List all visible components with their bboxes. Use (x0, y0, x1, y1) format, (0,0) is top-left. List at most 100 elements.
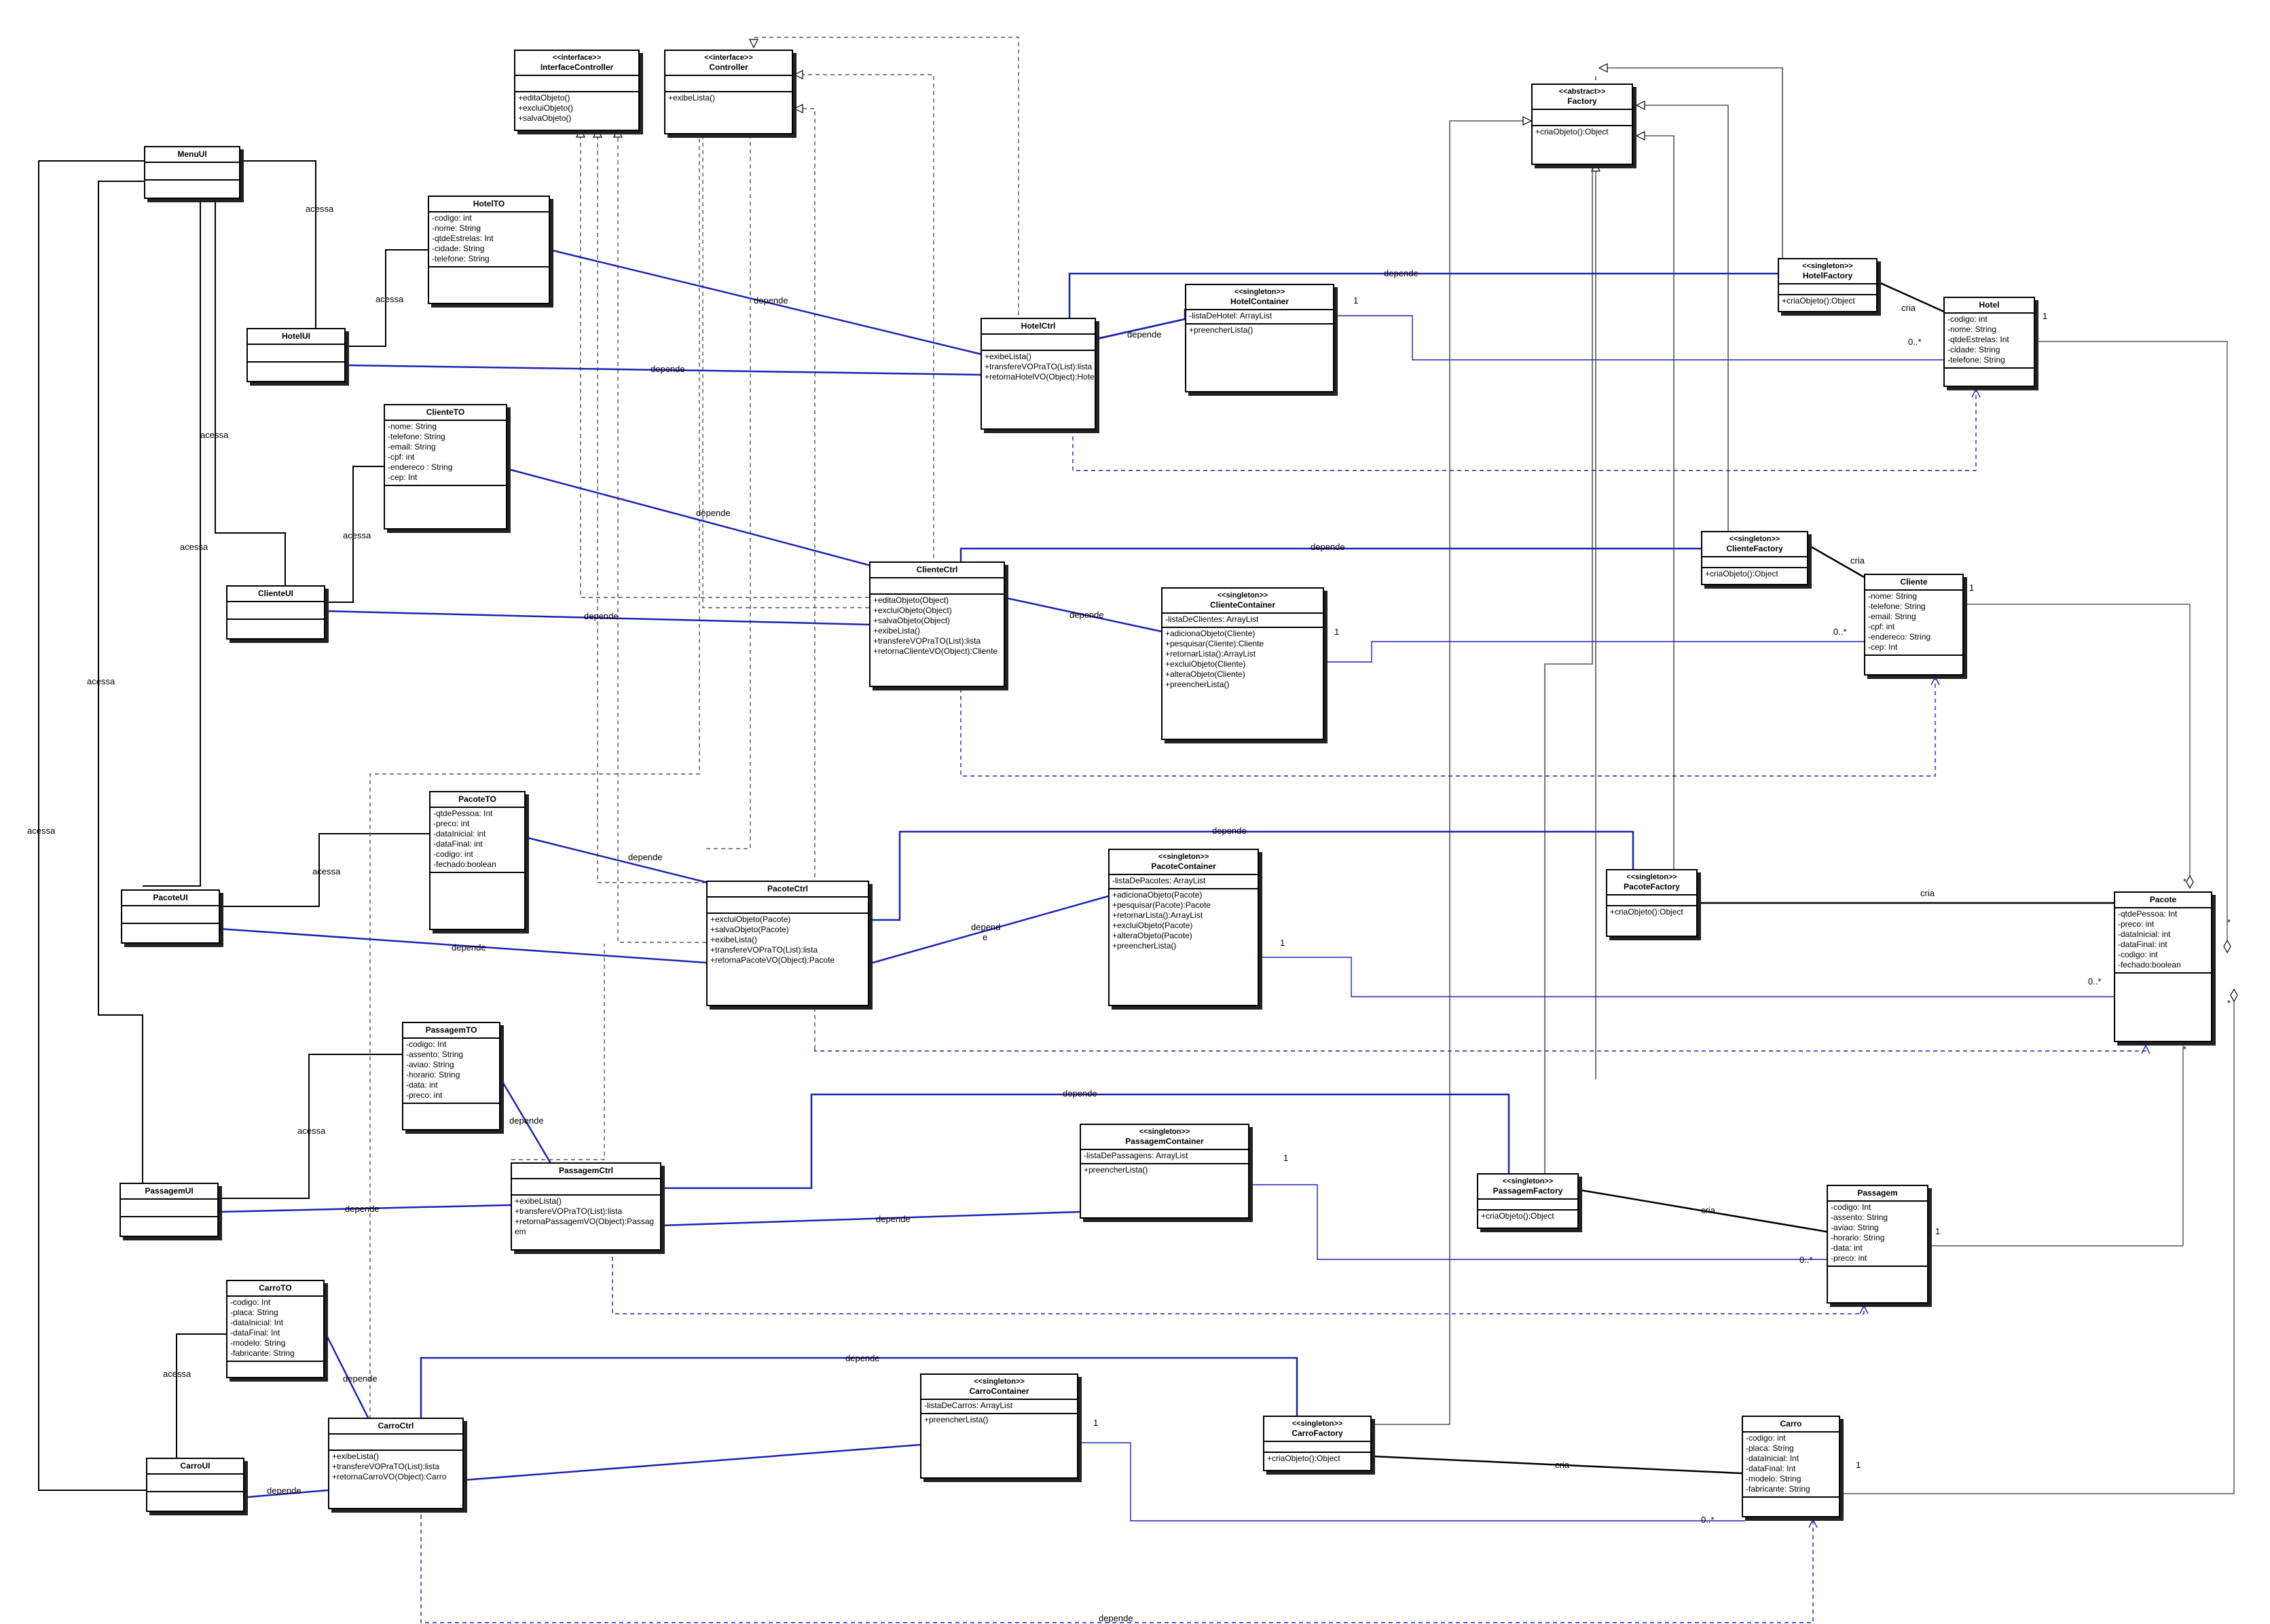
class-name: CarroFactory (1292, 1428, 1343, 1438)
class-passagemfactory[interactable]: <<singleton>> PassagemFactory +criaObjet… (1477, 1173, 1579, 1229)
attribute: -fabricante: String (230, 1348, 295, 1358)
class-name: PacoteCtrl (767, 884, 809, 893)
class-interfacecontroller[interactable]: <<interface>> InterfaceController +edita… (514, 50, 640, 131)
class-pacotecontainer[interactable]: <<singleton>> PacoteContainer -listaDePa… (1108, 849, 1259, 1006)
class-clientecontainer[interactable]: <<singleton>> ClienteContainer -listaDeC… (1161, 587, 1324, 740)
class-passagemcontainer[interactable]: <<singleton>> PassagemContainer -listaDe… (1080, 1124, 1249, 1219)
attribute: -fabricante: String (1746, 1484, 1810, 1494)
class-name: Factory (1567, 96, 1597, 106)
class-hotel[interactable]: Hotel -codigo: int -nome: String -qtdeEs… (1943, 297, 2035, 387)
class-name: HotelFactory (1802, 271, 1853, 280)
operation: +transfereVOPraTO(List):lista (985, 362, 1093, 371)
class-clienteto[interactable]: ClienteTO -nome: String -telefone: Strin… (384, 404, 507, 530)
multiplicity-star: * (2227, 998, 2231, 1008)
class-name: HotelCtrl (1021, 321, 1056, 331)
attribute: -placa: String (230, 1308, 278, 1317)
class-carrofactory[interactable]: <<singleton>> CarroFactory +criaObjeto()… (1263, 1416, 1372, 1471)
class-pacotectrl[interactable]: PacoteCtrl +excluiObjeto(Pacote) +salvaO… (706, 881, 869, 1006)
class-cliente[interactable]: Cliente -nome: String -telefone: String … (1864, 574, 1964, 676)
class-name: HotelUI (282, 331, 310, 341)
operation: +excluiObjeto(Pacote) (710, 915, 791, 924)
class-name: PassagemUI (145, 1186, 194, 1196)
class-name: PacoteUI (153, 893, 188, 902)
class-name: Carro (1780, 1419, 1802, 1428)
attribute: -listaDeCarros: ArrayList (924, 1401, 1013, 1410)
attribute: -qtdePessoa: Int (433, 809, 493, 818)
acessa-label: acessa (312, 866, 341, 876)
operation: +retornaPacoteVO(Object):Pacote (710, 955, 835, 965)
class-name: PacoteFactory (1624, 882, 1680, 891)
attribute: -modelo: String (1746, 1474, 1801, 1483)
operation: +editaObjeto() (518, 93, 570, 103)
operation: em (515, 1227, 526, 1236)
class-name: Passagem (1857, 1188, 1898, 1198)
operation: +transfereVOPraTO(List):lista (873, 636, 981, 646)
acessa-label: acessa (297, 1126, 326, 1136)
operation: +preencherLista() (1112, 941, 1177, 951)
composition-lines (1080, 316, 2117, 1521)
class-passagemto[interactable]: PassagemTO -codigo: Int -assento: String… (402, 1022, 500, 1130)
cria-label: cria (1850, 555, 1865, 566)
class-controller[interactable]: <<interface>> Controller +exibeLista() (664, 50, 793, 134)
acessa-label: acessa (180, 542, 208, 552)
class-pacoteui[interactable]: PacoteUI (121, 889, 220, 944)
depende-label: depende (1311, 542, 1345, 552)
class-hotelcontainer[interactable]: <<singleton>> HotelContainer -listaDeHot… (1185, 284, 1334, 392)
attribute: -dataFinal: Int (1746, 1464, 1796, 1473)
class-carro[interactable]: Carro -codigo: int -placa: String -dataI… (1742, 1416, 1840, 1517)
attribute: -qtdePessoa: Int (2118, 909, 2178, 919)
attribute: -telefone: String (432, 254, 490, 263)
class-pacote[interactable]: Pacote -qtdePessoa: Int -preco: int -dat… (2114, 891, 2212, 1042)
class-hotelui[interactable]: HotelUI (246, 328, 346, 382)
operation: +retornaClienteVO(Object):Cliente (873, 646, 998, 656)
attribute: -cpf: int (388, 452, 415, 462)
class-carroctrl[interactable]: CarroCtrl +exibeLista() +transfereVOPraT… (328, 1418, 464, 1509)
class-pacoteto[interactable]: PacoteTO -qtdePessoa: Int -preco: int -d… (429, 791, 526, 930)
depende-label: depende (267, 1485, 301, 1496)
class-clienteui[interactable]: ClienteUI (226, 585, 325, 640)
attribute: -horario: String (1831, 1233, 1885, 1242)
class-clientefactory[interactable]: <<singleton>> ClienteFactory +criaObjeto… (1701, 531, 1808, 585)
class-carroto[interactable]: CarroTO -codigo: Int -placa: String -dat… (226, 1280, 325, 1378)
class-name: MenuUI (177, 149, 207, 159)
attribute: -cep: Int (1868, 642, 1898, 652)
attribute: -preco: int (406, 1090, 443, 1100)
class-carrocontainer[interactable]: <<singleton>> CarroContainer -listaDeCar… (920, 1373, 1078, 1479)
attribute: -horario: String (406, 1070, 460, 1079)
class-passagemctrl[interactable]: PassagemCtrl +exibeLista() +transfereVOP… (511, 1162, 661, 1251)
attribute: -telefone: String (1947, 355, 2005, 365)
class-factory[interactable]: <<abstract>> Factory +criaObjeto():Objec… (1531, 84, 1633, 165)
stereotype: <<singleton>> (1158, 853, 1209, 861)
operation: +retornaCarroVO(Object):Carro (332, 1472, 447, 1481)
class-passagemui[interactable]: PassagemUI (120, 1183, 219, 1237)
attribute: -cidade: String (1947, 345, 2000, 354)
operation: +exibeLista() (668, 93, 716, 103)
class-hotelto[interactable]: HotelTO -codigo: int -nome: String -qtde… (428, 196, 550, 304)
operation: +salvaObjeto() (518, 113, 572, 123)
operation: +criaObjeto():Object (1610, 907, 1683, 917)
attribute: -endereco: String (1868, 632, 1931, 642)
class-hotelfactory[interactable]: <<singleton>> HotelFactory +criaObjeto()… (1778, 258, 1878, 312)
multiplicity-many: 0..* (1908, 337, 1922, 347)
depende-labels: depende depende depende depende depende … (267, 268, 1418, 1496)
operation: +retornaPassagemVO(Object):Passag (515, 1217, 655, 1226)
class-hotelctrl[interactable]: HotelCtrl +exibeLista() +transfereVOPraT… (981, 318, 1096, 430)
class-passagem[interactable]: Passagem -codigo: Int -assento: String -… (1827, 1185, 1928, 1304)
operation: +exibeLista() (515, 1196, 562, 1206)
attribute: -codigo: int (1947, 314, 1988, 324)
class-name: ClienteCtrl (916, 565, 958, 574)
class-menuui[interactable]: MenuUI (144, 146, 240, 199)
class-name: ClienteFactory (1726, 544, 1783, 553)
operation: +preencherLista() (1189, 325, 1253, 335)
attribute: -cidade: String (432, 244, 485, 253)
attribute: -dataInicial: int (433, 829, 486, 838)
class-clientectrl[interactable]: ClienteCtrl +editaObjeto(Object) +exclui… (869, 561, 1005, 687)
attribute: -listaDePassagens: ArrayList (1084, 1151, 1188, 1160)
multiplicity-one: 1 (2043, 311, 2047, 321)
class-carroui[interactable]: CarroUI (146, 1458, 244, 1512)
depende-split-label: depend (971, 922, 1000, 932)
class-pacotefactory[interactable]: <<singleton>> PacoteFactory +criaObjeto(… (1606, 869, 1698, 937)
depende-label: depende (845, 1353, 880, 1363)
class-name: PacoteContainer (1151, 862, 1216, 871)
